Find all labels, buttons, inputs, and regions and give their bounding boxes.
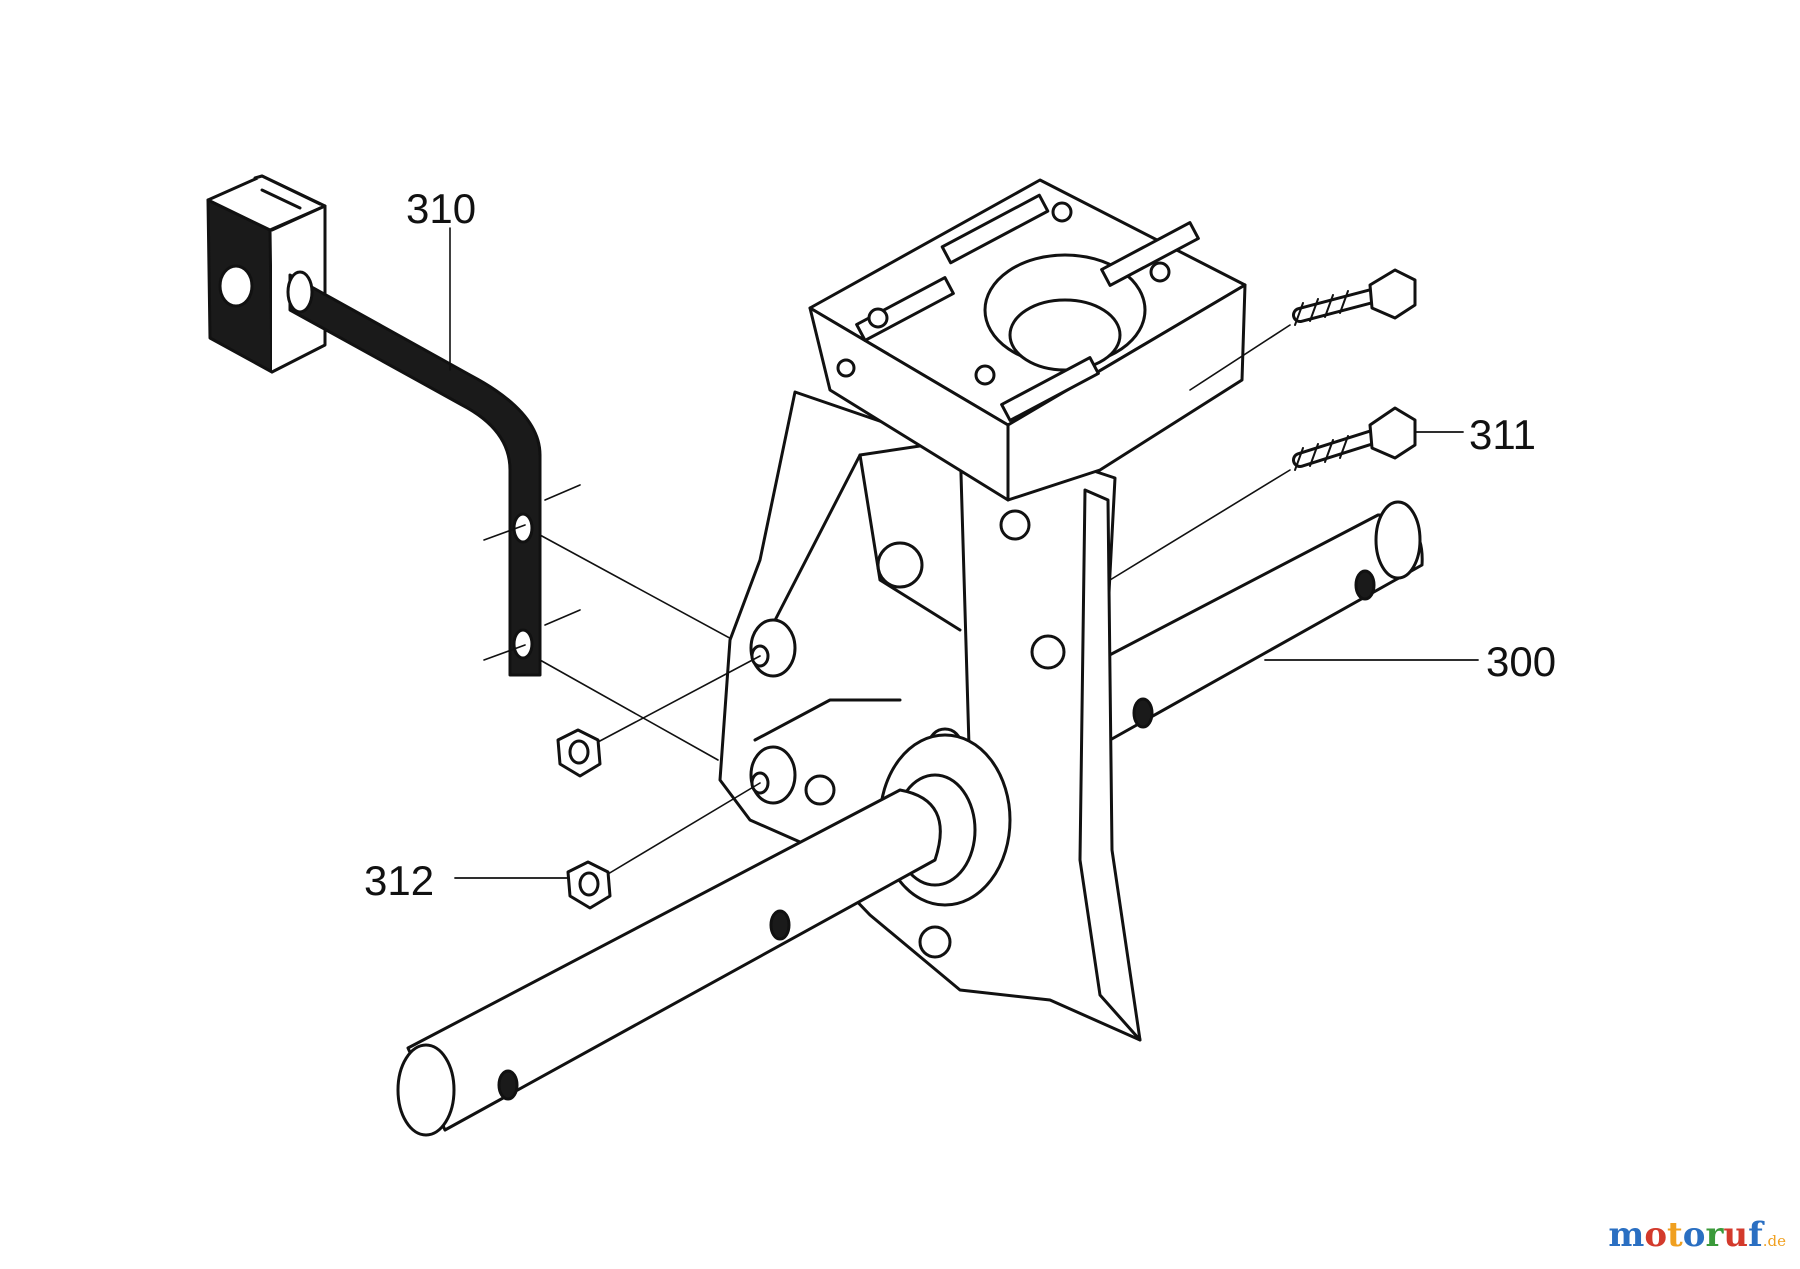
top-hole-2 [1149,261,1171,283]
bracket-310 [206,174,542,677]
watermark-letter: m [1608,1215,1645,1255]
front-shaft-hole-1 [769,909,791,941]
housing-bolt-5 [804,774,836,806]
front-shaft-end [396,1043,456,1137]
housing-bolt-2 [1030,634,1066,670]
front-shaft [406,788,942,1132]
plate-rib-3 [858,453,962,632]
nut-lower-axis [607,782,761,875]
watermark-letter: r [1705,1215,1724,1255]
housing-300 [396,178,1424,1137]
top-block-side [1006,283,1247,502]
top-slot-2 [1100,221,1200,287]
part-label-310: 310 [406,185,477,232]
bolt-upper-head [1368,268,1417,320]
rear-shaft-hole-1 [1354,569,1376,601]
label-leaders [454,431,1479,879]
bolt-lower-head [1368,406,1417,460]
watermark-letters: motoruf [1608,1215,1762,1255]
nut-lower-bore [578,871,600,897]
watermark-logo: motoruf.de [1608,1215,1786,1255]
watermark-letter: u [1723,1215,1749,1255]
front-shaft-hole-2 [497,1069,519,1101]
part-label-312: 312 [364,857,435,904]
bolt-lower-axis [1109,469,1291,581]
top-hole-3 [867,307,889,329]
part-label-300: 300 [1486,638,1557,685]
nut-upper-bore [568,739,590,765]
watermark-letter: o [1682,1215,1706,1255]
bolt-lower-thread [1294,435,1349,471]
bracket-hole-upper [512,512,534,544]
bolts-311 [1109,268,1417,581]
watermark-letter: o [1644,1215,1668,1255]
assembly-lines-310 [449,227,749,761]
watermark-letter: t [1667,1215,1683,1255]
plate-rib-1 [768,438,972,782]
blade [1078,488,1142,1042]
top-bore-inner [1008,298,1122,372]
top-hole-1 [1051,201,1073,223]
rod-end [286,270,314,314]
nut-upper-axis [597,655,761,743]
rear-shaft-hole-2 [1132,697,1154,729]
clamp-hole [218,264,254,308]
housing-bolt-1 [876,541,924,589]
housing-bolt-6 [918,925,952,959]
bracket-hole-lower [512,628,534,660]
housing-bolt-3 [999,509,1031,541]
top-slot-1 [940,193,1050,265]
top-slot-4 [1000,356,1100,422]
bracket-rod [288,273,542,677]
top-hole-4 [974,364,996,386]
watermark-suffix: .de [1762,1232,1786,1250]
part-label-311: 311 [1469,411,1536,458]
bolt-upper-axis [1189,324,1291,391]
plate-rib-2 [753,698,902,742]
front-hole [836,358,856,378]
bolt-upper-thread [1294,290,1349,326]
rear-shaft-end [1374,500,1422,580]
watermark-letter: f [1748,1215,1763,1255]
nuts-312 [556,655,761,910]
